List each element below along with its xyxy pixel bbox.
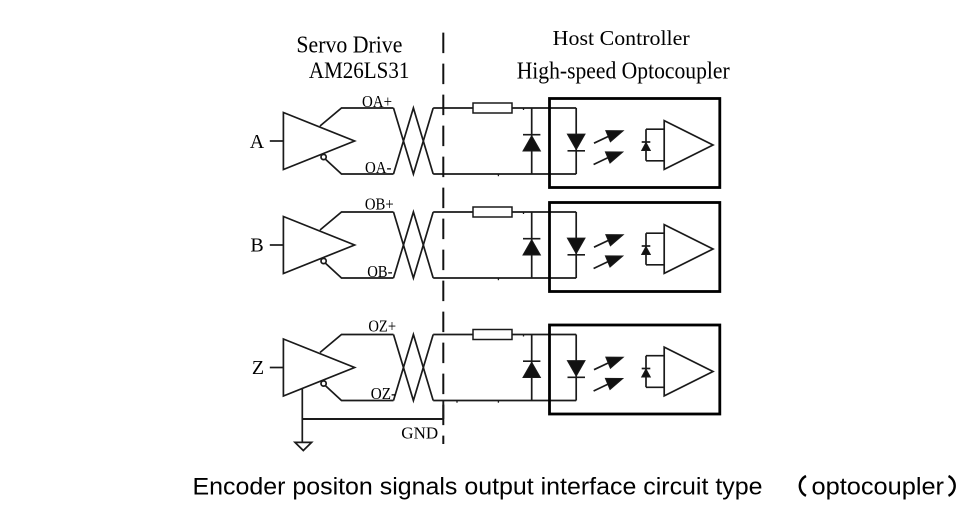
svg-text:OA-: OA-: [365, 158, 392, 177]
svg-text:OB-: OB-: [367, 262, 393, 281]
svg-text:Encoder positon signals output: Encoder positon signals output interface…: [193, 474, 763, 501]
svg-text:optocoupler: optocoupler: [812, 474, 945, 501]
svg-text:AM26LS31: AM26LS31: [309, 58, 410, 83]
svg-text:OZ+: OZ+: [368, 317, 396, 336]
svg-text:OA+: OA+: [362, 92, 392, 111]
svg-text:OZ-: OZ-: [371, 384, 397, 403]
svg-text:B: B: [250, 235, 263, 257]
svg-text:Servo Drive: Servo Drive: [296, 33, 402, 59]
svg-text:High-speed Optocoupler: High-speed Optocoupler: [517, 59, 730, 85]
svg-text:A: A: [250, 131, 265, 153]
svg-text:GND: GND: [401, 424, 438, 443]
svg-text:OB+: OB+: [365, 195, 394, 214]
svg-text:Z: Z: [252, 357, 264, 379]
svg-text:Host Controller: Host Controller: [553, 26, 690, 50]
